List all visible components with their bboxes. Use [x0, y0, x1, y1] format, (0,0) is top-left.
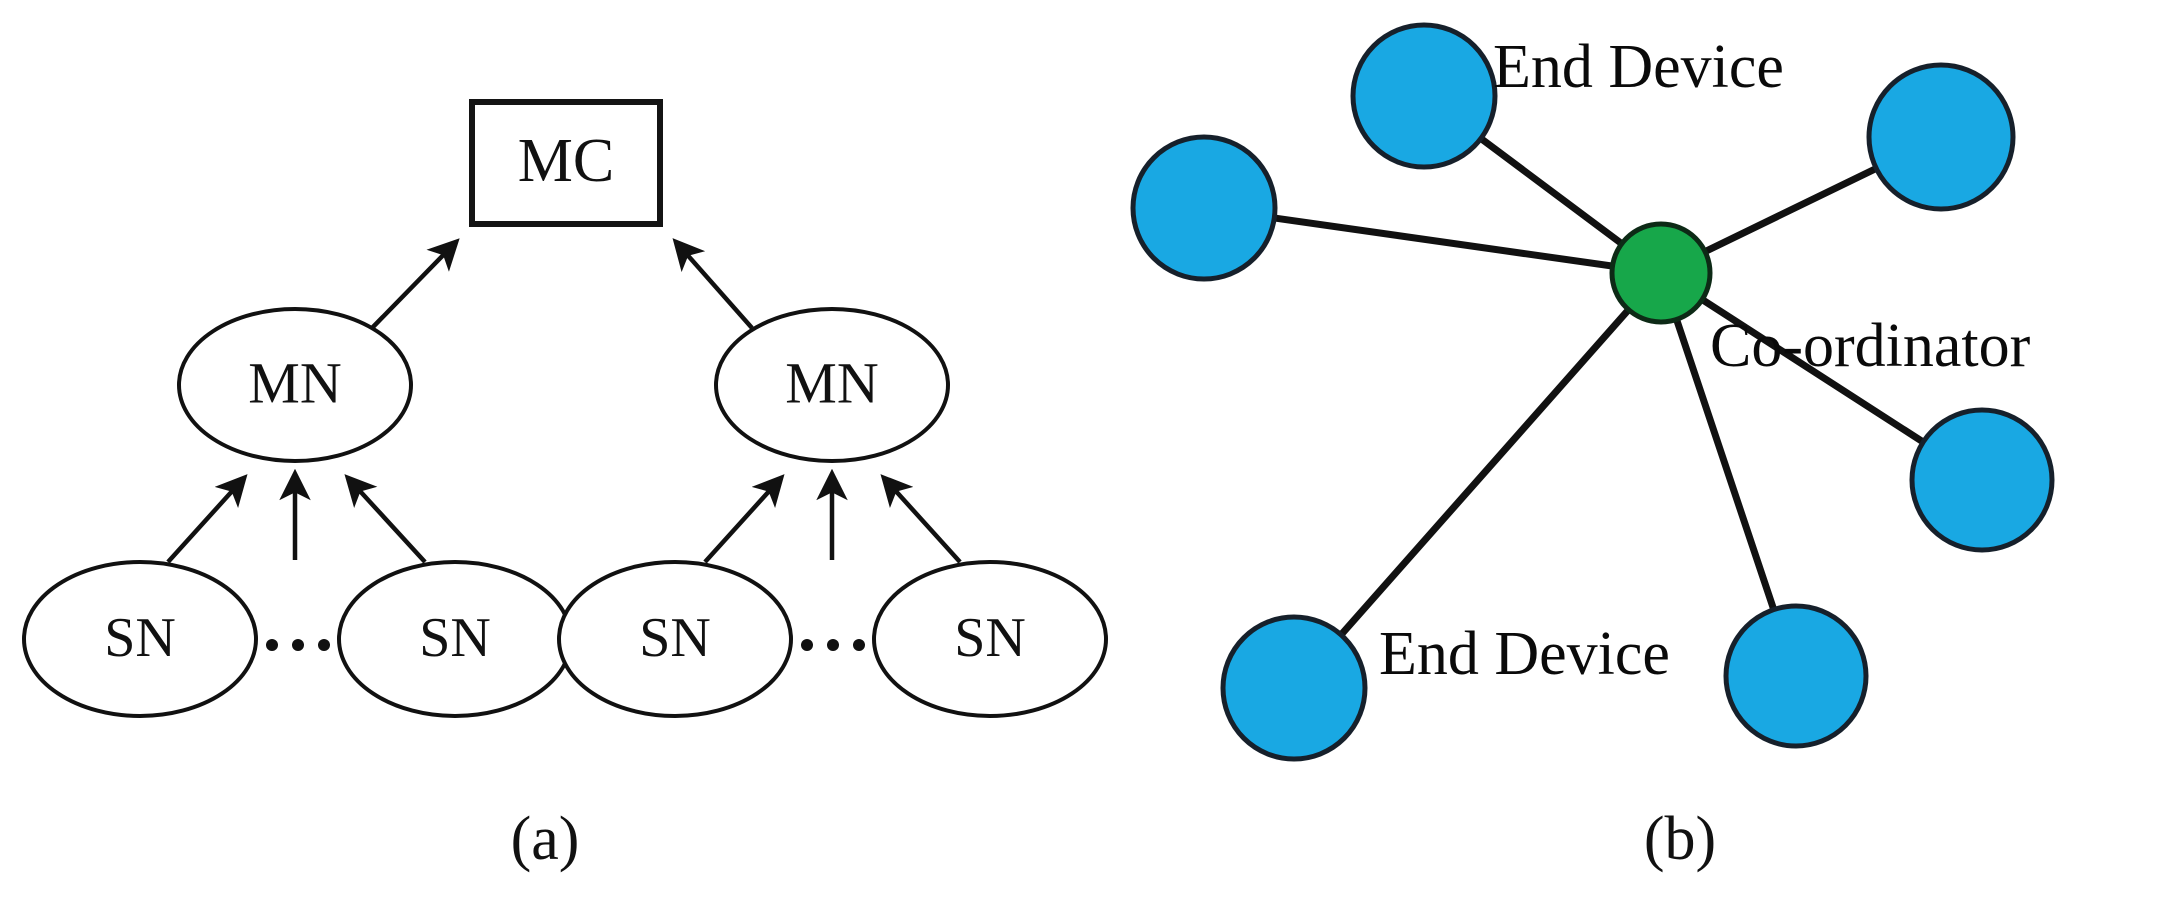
- arrow-sn3-to-mn-right: [703, 474, 785, 564]
- node-mn-right: [714, 307, 950, 463]
- panel-b: End Device End Device Co-ordinator (b): [1130, 22, 2055, 873]
- link-coordinator-end-device-top-left: [1200, 204, 1665, 277]
- node-mc: [469, 99, 663, 227]
- ellipsis-right-cluster: [801, 639, 865, 651]
- coordinator-label: Co-ordinator: [1710, 312, 2031, 380]
- arrow-mn-left-to-mc: [370, 238, 460, 330]
- node-sn-1-label: SN: [104, 607, 176, 669]
- node-mn-left-label: MN: [248, 350, 341, 415]
- link-coordinator-end-device-bottom-left: [1290, 269, 1665, 692]
- node-sn-1: [22, 560, 258, 718]
- arrow-sn1-to-mn-left: [166, 474, 248, 564]
- node-mc-label: MC: [518, 127, 614, 195]
- node-sn-3: [557, 560, 793, 718]
- node-sn-4: [872, 560, 1108, 718]
- node-mn-right-label: MN: [785, 350, 878, 415]
- coordinator-node: [1609, 221, 1713, 325]
- end-device-bottom-left: [1220, 614, 1368, 762]
- node-mn-left: [177, 307, 413, 463]
- node-sn-2-label: SN: [419, 607, 491, 669]
- end-device-label-bottom: End Device: [1379, 620, 1670, 688]
- node-sn-4-label: SN: [954, 607, 1026, 669]
- panel-a-caption: (a): [511, 805, 580, 873]
- arrow-mn-right-to-mc: [672, 238, 754, 330]
- arrow-sn2-to-mn-left: [344, 474, 427, 564]
- ellipsis-left-cluster: [266, 639, 330, 651]
- end-device-label-top: End Device: [1493, 33, 1784, 101]
- end-device-bottom-right: [1723, 603, 1869, 749]
- panel-b-caption: (b): [1644, 805, 1716, 873]
- panel-a: MC MN MN SN SN SN SN: [22, 99, 1108, 873]
- end-device-top: [1350, 22, 1498, 170]
- node-sn-3-label: SN: [639, 607, 711, 669]
- end-device-top-left: [1130, 134, 1278, 282]
- arrow-sn4-to-mn-right: [880, 474, 962, 564]
- end-device-top-right: [1866, 62, 2016, 212]
- end-device-right: [1909, 407, 2055, 553]
